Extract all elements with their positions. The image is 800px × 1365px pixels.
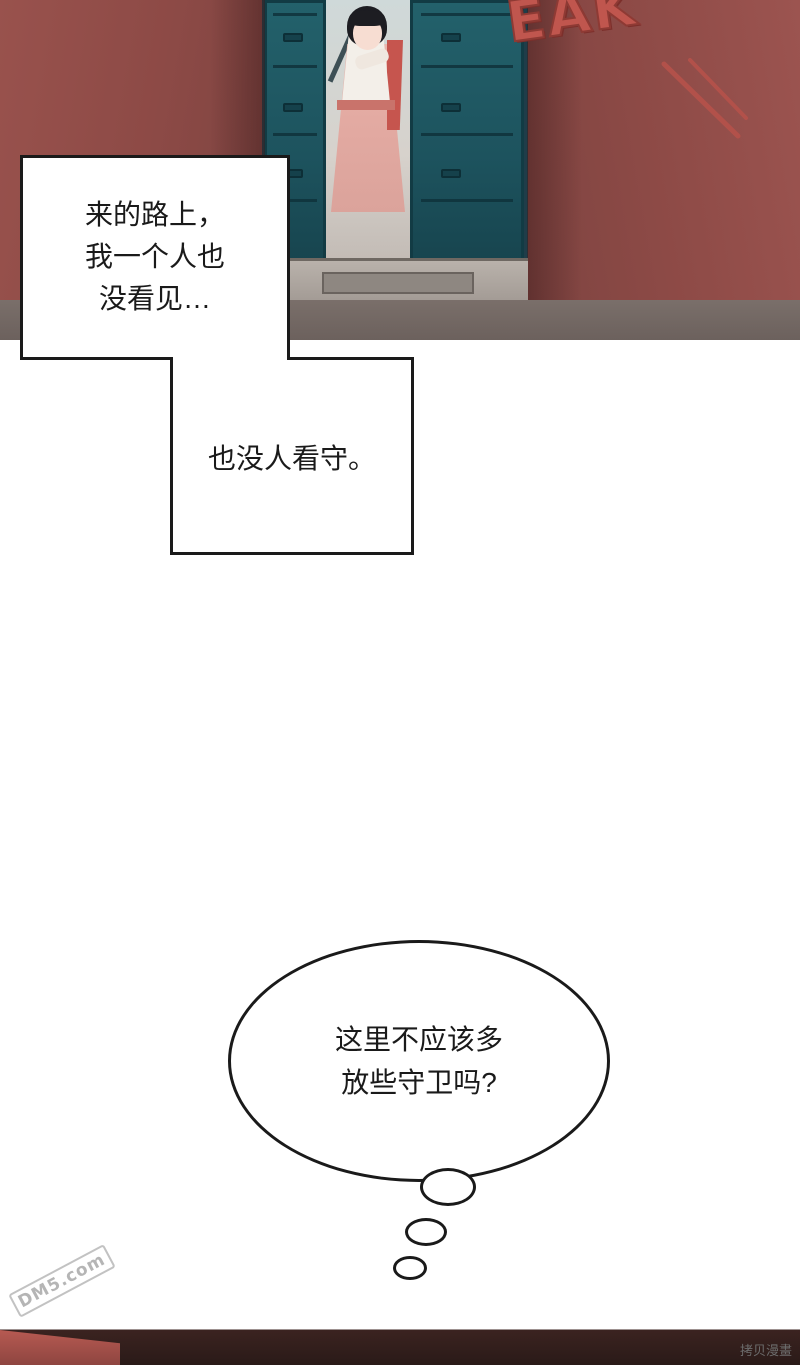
thought-bubble-text: 这里不应该多 放些守卫吗? (334, 1024, 503, 1099)
artwork-panel-gate: EAK (0, 0, 800, 340)
wall-right (527, 0, 800, 300)
wall-shadow-right (527, 0, 582, 300)
door-panel-line (273, 199, 317, 202)
watermark-dm5: DM5.com (8, 1244, 116, 1318)
door-hinge (441, 169, 461, 178)
speech-bubble-2-text: 也没人看守。 (207, 443, 376, 474)
door-panel-line (421, 199, 513, 202)
next-panel-art (0, 1318, 800, 1365)
watermark-copymanga: 拷贝漫畫 (739, 1343, 792, 1358)
door-hinge (283, 33, 303, 42)
speech-bubble-2: 也没人看守。 (170, 357, 414, 555)
door-hinge (441, 33, 461, 42)
bangs (349, 10, 385, 26)
door-hinge (283, 103, 303, 112)
sfx-tail-stroke (661, 58, 748, 139)
door-hinge (441, 103, 461, 112)
robe-red-accent (387, 40, 403, 130)
speech-bubble-1: 来的路上， 我一个人也 没看见… (20, 155, 290, 360)
door-leaf-right (410, 0, 524, 262)
woman-in-doorway (325, 0, 415, 215)
door-panel-line (273, 13, 317, 16)
robe-sash (337, 100, 395, 110)
door-panel-line (273, 133, 317, 136)
thought-tail-dot-small (393, 1256, 427, 1280)
threshold-block (322, 272, 474, 294)
thought-tail-dot-medium (405, 1218, 447, 1246)
thought-bubble (228, 940, 610, 1182)
bubble-joint-mask (173, 352, 287, 364)
door-panel-line (421, 65, 513, 68)
thought-tail-dot-large (420, 1168, 476, 1206)
speech-bubble-1-text: 来的路上， 我一个人也 没看见… (84, 199, 225, 314)
door-panel-line (273, 65, 317, 68)
next-panel-strip (0, 1318, 800, 1365)
door-panel-line (421, 133, 513, 136)
door-panel-line (421, 13, 513, 16)
